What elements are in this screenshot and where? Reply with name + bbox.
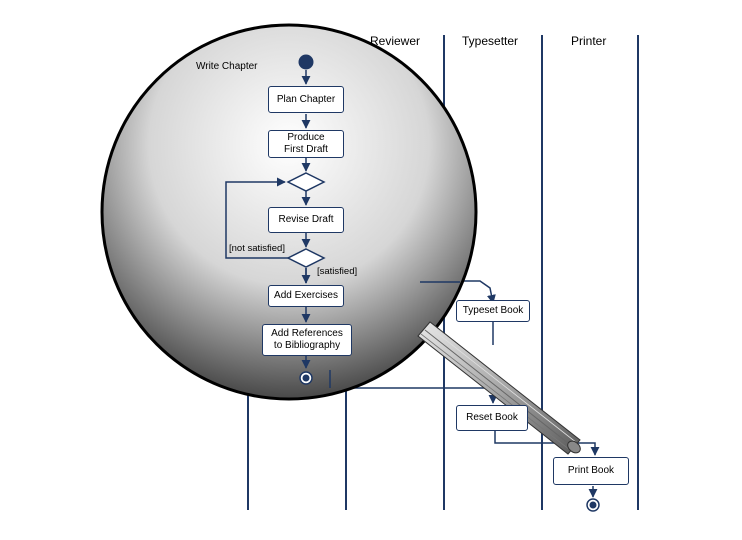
inner-flows (225, 70, 460, 388)
decision-diamond (286, 172, 326, 192)
activity-reset-book[interactable]: Reset Book (456, 405, 528, 431)
activity-label-line-1: Add References (271, 328, 343, 339)
start-node-icon (298, 54, 314, 70)
lane-title-typesetter: Typesetter (462, 34, 519, 48)
activity-plan-chapter[interactable]: Plan Chapter (268, 86, 344, 113)
guard-satisfied: [satisfied] (317, 266, 358, 277)
activity-produce-first-draft[interactable]: Produce First Draft (268, 130, 344, 158)
activity-label: Typeset Book (462, 305, 524, 316)
write-chapter-label: Write Chapter (196, 61, 258, 72)
activity-label: Plan Chapter (276, 93, 336, 105)
guard-not-satisfied: [not satisfied] (229, 243, 285, 254)
activity-label-line-1: Produce (287, 132, 325, 143)
end-node-icon (299, 371, 313, 385)
activity-label: Revise Draft (278, 214, 334, 225)
end-node-icon (586, 498, 600, 512)
merge-diamond (286, 248, 326, 268)
activity-print-book[interactable]: Print Book (553, 457, 629, 485)
activity-revise-draft[interactable]: Revise Draft (268, 207, 344, 233)
activity-add-exercises[interactable]: Add Exercises (268, 285, 344, 307)
activity-label-line-2: to Bibliography (273, 340, 341, 351)
activity-label-line-2: First Draft (284, 144, 328, 155)
activity-typeset-book[interactable]: Typeset Book (456, 300, 530, 322)
activity-label: Add Exercises (274, 290, 338, 301)
activity-label: Reset Book (466, 412, 518, 423)
lane-title-reviewer: Reviewer (370, 34, 421, 48)
lane-title-printer: Printer (571, 34, 607, 48)
activity-label: Print Book (567, 465, 615, 476)
activity-add-references[interactable]: Add References to Bibliography (262, 324, 352, 356)
